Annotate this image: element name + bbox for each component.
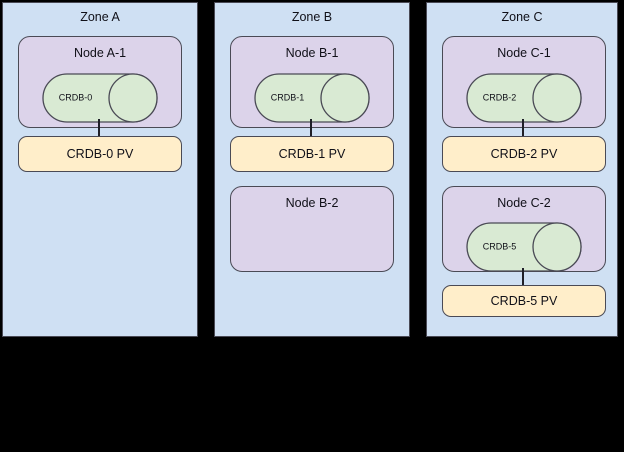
zone-label-c: Zone C <box>501 10 543 24</box>
node-label-a-1: Node A-1 <box>73 46 127 60</box>
pv-label-crdb-0-pv: CRDB-0 PV <box>66 146 134 161</box>
pv-box-crdb-5-pv: CRDB-5 PV <box>442 285 606 317</box>
pv-box-crdb-0-pv: CRDB-0 PV <box>18 136 182 172</box>
zone-label-b: Zone B <box>291 10 333 24</box>
node-label-b-1: Node B-1 <box>285 46 339 60</box>
database-label-crdb-5: CRDB-5 <box>482 241 517 252</box>
pv-box-crdb-2-pv: CRDB-2 PV <box>442 136 606 172</box>
database-cylinder-crdb-5: CRDB-5 <box>466 222 582 272</box>
zone-label-a: Zone A <box>80 10 120 24</box>
pv-label-crdb-1-pv: CRDB-1 PV <box>278 146 346 161</box>
database-label-crdb-1: CRDB-1 <box>270 92 305 103</box>
node-label-b-2: Node B-2 <box>285 196 339 210</box>
pv-box-crdb-1-pv: CRDB-1 PV <box>230 136 394 172</box>
node-label-c-1: Node C-1 <box>497 46 551 60</box>
database-label-crdb-0: CRDB-0 <box>58 92 93 103</box>
pv-label-crdb-2-pv: CRDB-2 PV <box>490 146 558 161</box>
connector-node-b-1-to-crdb-1-pv <box>310 119 312 138</box>
database-cylinder-crdb-1: CRDB-1 <box>254 73 370 123</box>
node-label-c-2: Node C-2 <box>497 196 551 210</box>
database-label-crdb-2: CRDB-2 <box>482 92 517 103</box>
connector-node-a-1-to-crdb-0-pv <box>98 119 100 138</box>
database-cylinder-crdb-2: CRDB-2 <box>466 73 582 123</box>
connector-node-c-1-to-crdb-2-pv <box>522 119 524 138</box>
connector-node-c-2-to-crdb-5-pv <box>522 268 524 287</box>
node-box-b-2: Node B-2 <box>230 186 394 272</box>
database-cylinder-crdb-0: CRDB-0 <box>42 73 158 123</box>
pv-label-crdb-5-pv: CRDB-5 PV <box>490 293 558 308</box>
